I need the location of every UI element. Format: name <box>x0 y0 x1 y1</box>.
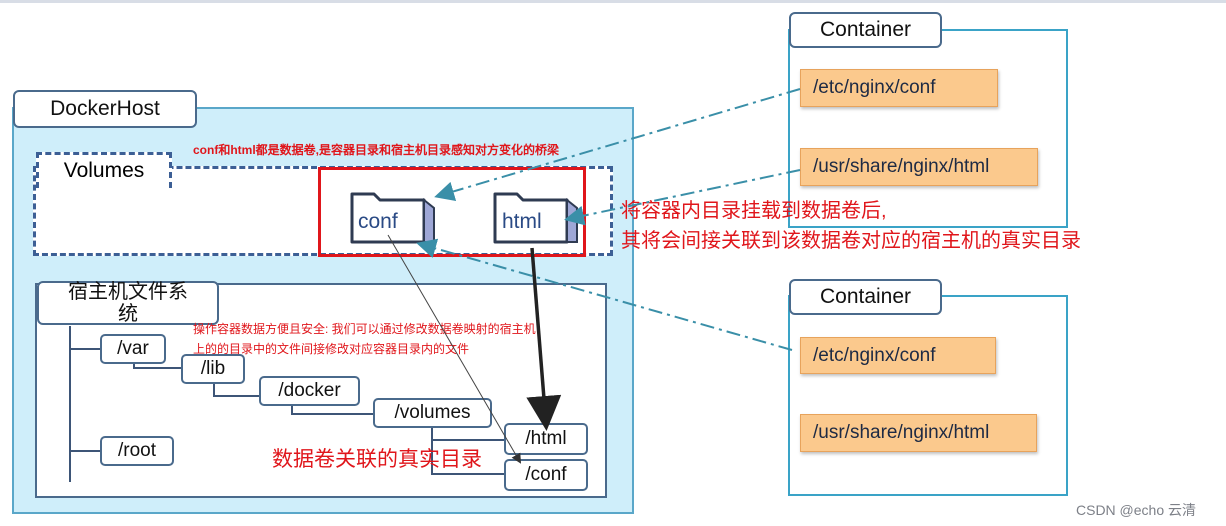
docker-host-title: DockerHost <box>13 90 197 128</box>
volumes-note: conf和html都是数据卷,是容器目录和宿主机目录感知对方变化的桥梁 <box>193 143 559 157</box>
host-fs-note-line2: 上的的目录中的文件间接修改对应容器目录内的文件 <box>193 342 470 356</box>
link-html-to-host <box>526 247 562 431</box>
dir-lib[interactable]: /lib <box>181 354 245 384</box>
dir-conf[interactable]: /conf <box>504 459 588 491</box>
container-1-html-path[interactable]: /usr/share/nginx/html <box>800 148 1038 186</box>
folder-label-html: html <box>502 210 542 233</box>
host-fs-note: 操作容器数据方便且安全: 我们可以通过修改数据卷映射的宿主机 上的的目录中的文件… <box>193 319 536 359</box>
folder-label-conf: conf <box>358 210 398 233</box>
mount-note-line1: 将容器内目录挂载到数据卷后, <box>621 200 887 222</box>
folder-icon <box>350 192 435 244</box>
mount-note-line2: 其将会间接关联到该数据卷对应的宿主机的真实目录 <box>621 230 1081 252</box>
host-fs-title-box <box>37 281 219 325</box>
link-container1-html <box>564 169 801 226</box>
container-1-title: Container <box>789 12 942 48</box>
link-conf-to-host <box>387 234 522 464</box>
container-1-conf-path[interactable]: /etc/nginx/conf <box>800 69 998 107</box>
container-2-panel <box>788 295 1068 496</box>
watermark: CSDN @echo 云清 <box>1076 502 1197 518</box>
dir-docker[interactable]: /docker <box>259 376 360 406</box>
mount-note: 将容器内目录挂载到数据卷后, 其将会间接关联到该数据卷对应的宿主机的真实目录 <box>621 196 1081 256</box>
container-2-html-path[interactable]: /usr/share/nginx/html <box>800 414 1037 452</box>
volumes-title: Volumes <box>39 155 169 187</box>
host-fs-title-line1: 宿主机文件系 <box>68 281 188 303</box>
host-fs-title-line2: 统 <box>118 303 138 325</box>
host-fs-note-line1: 操作容器数据方便且安全: 我们可以通过修改数据卷映射的宿主机 <box>193 322 536 336</box>
real-dir-caption: 数据卷关联的真实目录 <box>272 448 482 471</box>
top-border <box>0 0 1226 3</box>
link-container2-conf <box>416 238 793 351</box>
dir-var[interactable]: /var <box>100 334 166 364</box>
container-2-title: Container <box>789 279 942 315</box>
host-fs-title: 宿主机文件系 统 <box>37 281 219 325</box>
container-2-conf-path[interactable]: /etc/nginx/conf <box>800 337 996 374</box>
link-container1-conf <box>434 88 801 202</box>
dir-root[interactable]: /root <box>100 436 174 466</box>
dir-volumes[interactable]: /volumes <box>373 398 492 428</box>
folder-icon-conf[interactable]: conf <box>348 186 438 246</box>
